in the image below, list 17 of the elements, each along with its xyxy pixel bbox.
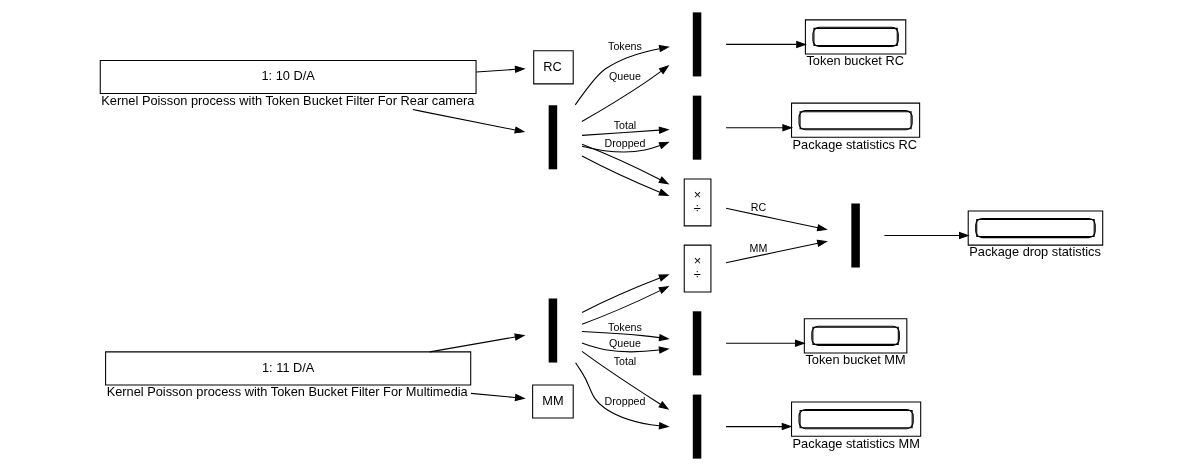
edge-label: Queue: [608, 69, 641, 82]
edge-label: Total: [613, 118, 636, 131]
edge-label: MM: [749, 241, 767, 254]
node-label: Token bucket MM: [804, 352, 906, 368]
edge-label: Dropped: [604, 136, 645, 149]
node-label: Package statistics RC: [792, 136, 917, 152]
node-label: Kernel Poisson process with Token Bucket Filter For Rear camera: [100, 92, 475, 108]
edge-label: Queue: [608, 336, 641, 349]
node-label: Package statistics MM: [792, 435, 920, 451]
node-label: Kernel Poisson process with Token Bucket Filter For Multimedia: [106, 384, 468, 400]
edge-label: Total: [613, 354, 636, 367]
edge-label: Tokens: [607, 320, 642, 333]
node-label: Package drop statistics: [968, 244, 1101, 260]
edge-label: Tokens: [607, 39, 642, 52]
edge-label: RC: [750, 200, 766, 213]
edge-label: Dropped: [604, 395, 645, 408]
node-label: Token bucket RC: [805, 53, 904, 69]
